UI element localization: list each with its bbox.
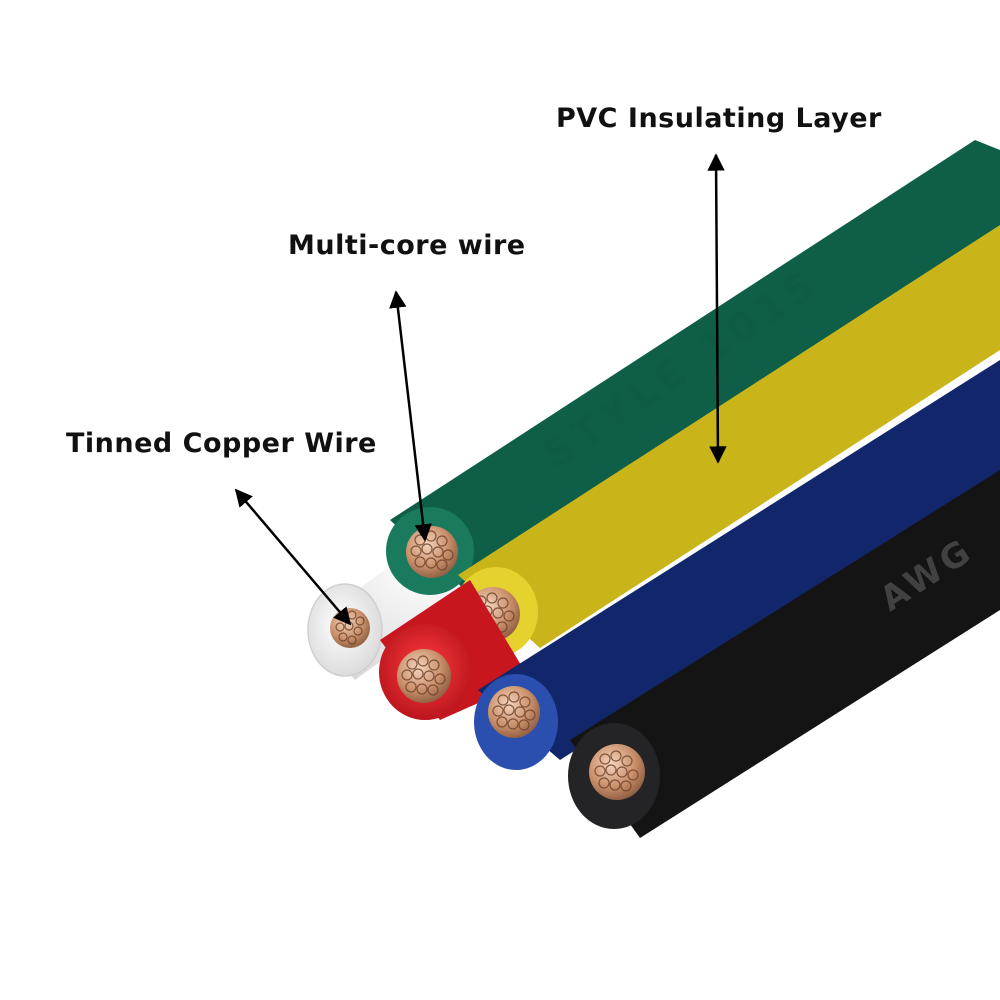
blue-wire	[474, 360, 1000, 770]
tinned-arrow	[234, 488, 352, 626]
blue-wire-conductor	[488, 686, 540, 738]
green-wire-conductor	[406, 526, 458, 578]
red-wire-conductor	[397, 649, 451, 703]
black-wire-conductor	[589, 744, 645, 800]
white-wire-conductor	[330, 608, 370, 648]
pvc-insulating-layer-label: PVC Insulating Layer	[556, 103, 882, 134]
black-wire: AWG	[568, 470, 1000, 838]
multi-core-arrow	[389, 290, 432, 542]
tinned-copper-wire-label: Tinned Copper Wire	[66, 428, 377, 459]
multi-core-wire-label: Multi-core wire	[288, 230, 526, 261]
pvc-arrow	[707, 153, 727, 464]
